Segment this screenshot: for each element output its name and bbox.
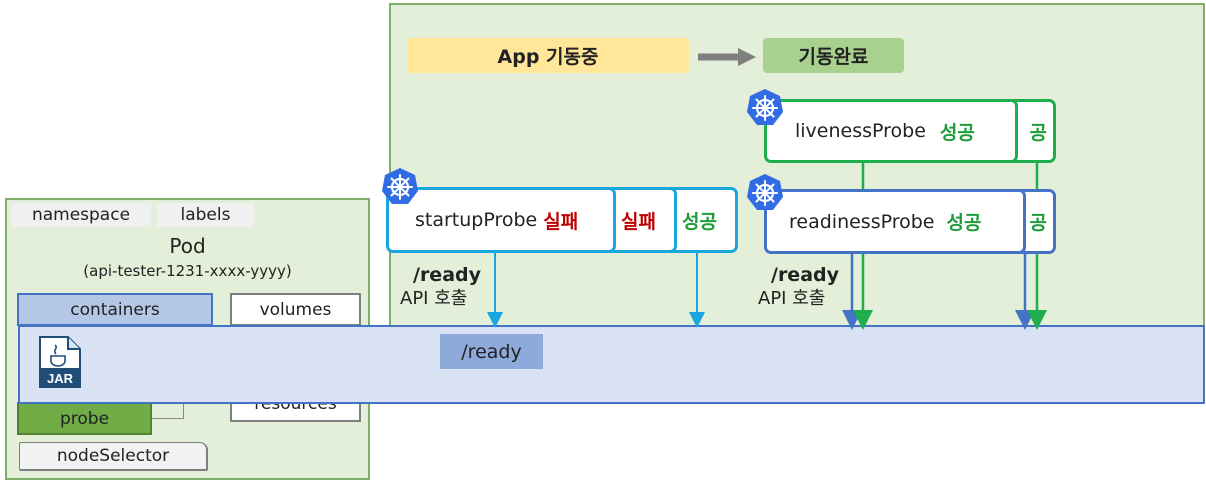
status-started: 기동완료 bbox=[763, 38, 904, 73]
readiness-call-desc: API 호출 bbox=[758, 288, 826, 309]
startup-stack-result-2: 성공 bbox=[682, 210, 717, 233]
kubernetes-icon bbox=[747, 89, 783, 125]
startup-probe-card: startupProbe 실패 bbox=[386, 187, 616, 253]
readiness-probe-label: readinessProbe bbox=[789, 210, 935, 233]
containers-label: containers bbox=[70, 299, 160, 320]
labels-chip-label: labels bbox=[180, 205, 231, 225]
java-jar-icon: JAR bbox=[39, 336, 81, 388]
pod-title: Pod bbox=[169, 234, 206, 258]
status-started-label: 기동완료 bbox=[798, 46, 869, 68]
status-arrow bbox=[698, 48, 756, 66]
readiness-probe-result: 성공 bbox=[946, 212, 982, 234]
jar-label: JAR bbox=[47, 371, 74, 386]
pod-name: (api-tester-1231-xxxx-yyyy) bbox=[83, 262, 292, 280]
startup-call-desc: API 호출 bbox=[400, 288, 468, 309]
startup-call-path: /ready bbox=[413, 264, 482, 286]
probe-box: probe bbox=[17, 402, 152, 435]
node-selector-box: nodeSelector bbox=[19, 442, 208, 471]
status-starting: App 기동중 bbox=[407, 38, 689, 73]
startup-probe-label: startupProbe bbox=[415, 209, 538, 231]
node-selector-label: nodeSelector bbox=[56, 446, 170, 466]
kubernetes-icon bbox=[747, 174, 783, 210]
namespace-chip-label: namespace bbox=[31, 205, 131, 225]
containers-box: containers bbox=[17, 293, 213, 326]
startup-stack-result-1: 실패 bbox=[621, 210, 656, 233]
readiness-call-note: /ready API 호출 bbox=[758, 264, 858, 310]
volumes-box: volumes bbox=[230, 293, 361, 326]
volumes-label: volumes bbox=[259, 299, 332, 320]
container-bar bbox=[18, 325, 1205, 404]
readiness-probe-card: readinessProbe 성공 bbox=[764, 189, 1026, 254]
connector-line bbox=[150, 390, 184, 419]
readiness-call-path: /ready bbox=[771, 264, 840, 286]
labels-chip: labels bbox=[157, 203, 254, 227]
ready-endpoint-box: /ready bbox=[440, 334, 543, 369]
liveness-probe-card: livenessProbe 성공 bbox=[764, 99, 1018, 163]
startup-probe-result: 실패 bbox=[543, 210, 579, 233]
liveness-probe-result: 성공 bbox=[939, 121, 975, 144]
status-starting-label: App 기동중 bbox=[497, 46, 599, 68]
startup-call-note: /ready API 호출 bbox=[400, 264, 500, 310]
kubernetes-icon bbox=[382, 168, 418, 204]
liveness-stack-result: 공 bbox=[1029, 121, 1047, 144]
ready-endpoint-label: /ready bbox=[461, 340, 522, 363]
probe-label: probe bbox=[59, 408, 110, 429]
liveness-probe-label: livenessProbe bbox=[795, 120, 926, 142]
namespace-chip: namespace bbox=[11, 203, 151, 227]
readiness-stack-result: 공 bbox=[1029, 212, 1047, 234]
